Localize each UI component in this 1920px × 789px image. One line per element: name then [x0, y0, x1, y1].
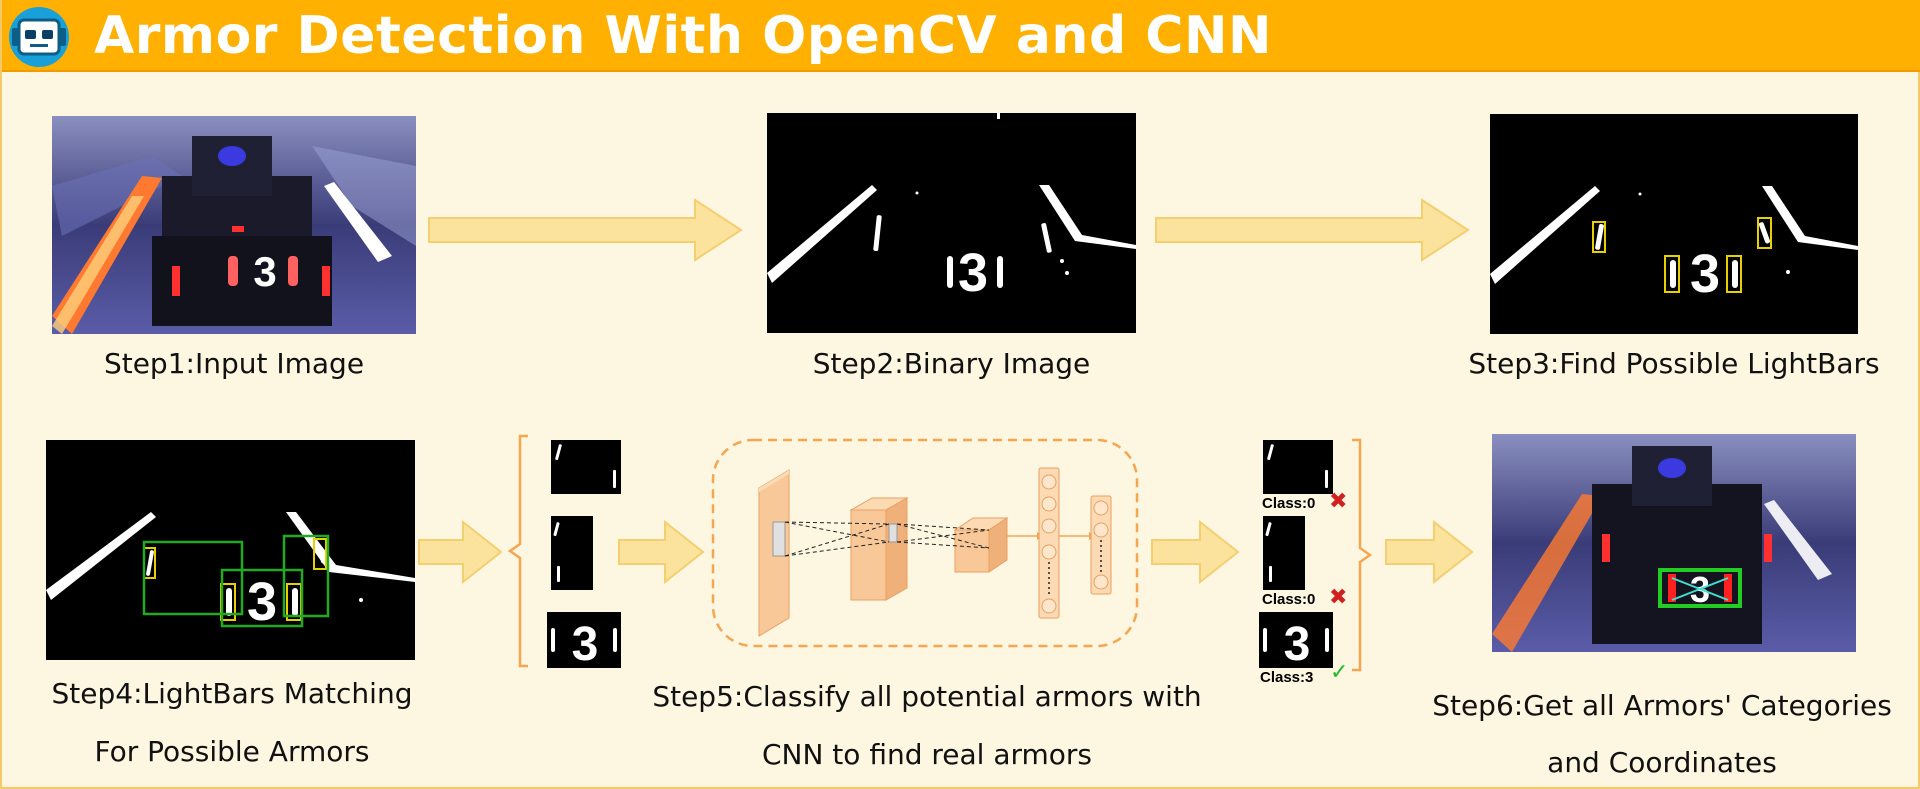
candidate-crop-3: 3 — [547, 612, 621, 668]
class-label-3: Class:3 — [1260, 669, 1314, 686]
cross-icon: ✖ — [1329, 585, 1348, 610]
classified-crop-3: 3 — [1259, 612, 1333, 668]
step4-caption-line1: Step4:LightBars Matching — [51, 677, 413, 710]
arrow-right-icon — [1385, 520, 1474, 584]
page-title: Armor Detection With OpenCV and CNN — [94, 6, 1272, 66]
bracket-left-icon — [508, 434, 528, 668]
robot-logo-icon — [9, 7, 69, 67]
step6-caption-line2: and Coordinates — [1547, 746, 1777, 779]
arrow-right-icon — [618, 520, 705, 584]
step5-caption-line1: Step5:Classify all potential armors with — [652, 680, 1202, 713]
result-image: 3 — [1492, 434, 1856, 652]
cross-icon: ✖ — [1329, 489, 1348, 514]
arrow-right-icon — [418, 520, 503, 584]
armor-digit: 3 — [1284, 618, 1311, 668]
candidate-crop-1 — [551, 440, 621, 494]
armor-digit: 3 — [958, 243, 988, 303]
arrow-right-icon — [428, 198, 743, 262]
step1-caption: Step1:Input Image — [103, 347, 365, 380]
title-bar: Armor Detection With OpenCV and CNN — [2, 0, 1920, 72]
class-label-2: Class:0 — [1262, 591, 1316, 608]
arrow-right-icon — [1155, 198, 1470, 262]
cnn-diagram — [711, 438, 1139, 648]
binary-image: 3 — [767, 113, 1136, 333]
class-label-1: Class:0 — [1262, 495, 1316, 512]
step2-caption: Step2:Binary Image — [812, 347, 1091, 380]
candidate-crop-2 — [551, 516, 593, 590]
armor-digit: 3 — [1690, 244, 1720, 304]
classified-crop-2 — [1263, 516, 1305, 590]
armor-digit: 3 — [572, 618, 599, 668]
bracket-right-icon — [1352, 438, 1372, 672]
armor-digit: 3 — [247, 572, 277, 632]
armor-digit: 3 — [253, 248, 276, 295]
input-image: 3 — [52, 116, 416, 334]
step5-caption-line2: CNN to find real armors — [761, 738, 1093, 771]
step4-caption-line2: For Possible Armors — [94, 735, 370, 768]
check-icon: ✓ — [1330, 660, 1349, 685]
classified-crop-1 — [1263, 440, 1333, 494]
matching-image: 3 — [46, 440, 415, 660]
step3-caption: Step3:Find Possible LightBars — [1468, 347, 1880, 380]
lightbar-image: 3 — [1490, 114, 1858, 334]
arrow-right-icon — [1151, 520, 1240, 584]
step6-caption-line1: Step6:Get all Armors' Categories — [1432, 689, 1892, 722]
